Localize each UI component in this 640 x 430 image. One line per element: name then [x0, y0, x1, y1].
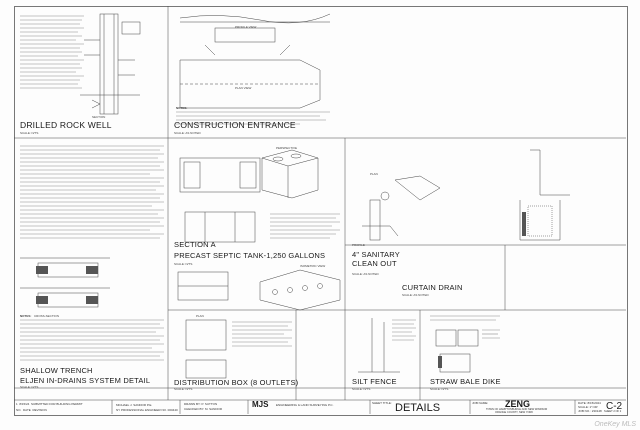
revision-row-1: 1 8/15/24 SUBMITTED FOR BUILDING PERMIT: [16, 402, 83, 406]
scale-silt-fence: SCALE: N/TS: [352, 387, 371, 391]
title-drilled-rock-well: DRILLED ROCK WELL: [20, 120, 112, 130]
job-name: ZENG: [505, 399, 531, 409]
scale-entrance: SCALE: AS NOTED: [174, 131, 201, 135]
date-field: DATE: 8/15/2024: [578, 401, 601, 405]
scale-field: SCALE: 1"=30': [578, 405, 598, 409]
drawn-by: DRAWN BY: P. SUTTON: [184, 402, 218, 406]
label-plan: PLAN: [370, 172, 378, 176]
job-name-label: JOB NAME:: [472, 401, 489, 405]
job-no-field: JOB NO.: 230148: [578, 409, 602, 413]
title-precast-septic: PRECAST SEPTIC TANK-1,250 GALLONS: [174, 251, 326, 260]
label-section: SECTION: [92, 115, 106, 119]
scale-rock-well: SCALE: N/TS: [20, 131, 39, 135]
label-cross-section: CROSS-SECTION: [34, 314, 60, 318]
title-construction-entrance: CONSTRUCTION ENTRANCE: [174, 120, 296, 130]
revision-date-header: DATE: [23, 408, 31, 412]
scale-label: SCALE:: [578, 405, 589, 409]
scale-dbox: SCALE: N/TS: [174, 387, 193, 391]
scale-straw-bale: SCALE: N/TS: [430, 387, 449, 391]
firm-logo: MJS: [252, 400, 269, 409]
watermark: OneKey MLS: [594, 421, 636, 428]
sheet-of: SHEET 2 OF 2: [604, 410, 622, 413]
revision-no: 1: [16, 402, 18, 406]
sheet-title: DETAILS: [395, 402, 441, 414]
title-sanitary-clean-out: 4" SANITARY CLEAN OUT: [352, 250, 400, 268]
title-distribution-box: DISTRIBUTION BOX (8 OUTLETS): [174, 378, 299, 387]
scale-value: 1"=30': [589, 405, 598, 409]
label-profile-view: PROFILE VIEW: [235, 25, 257, 29]
title-eljen: ELJEN IN-DRAINS SYSTEM DETAIL: [20, 376, 151, 385]
label-isometric-view: ISOMETRIC VIEW: [300, 264, 326, 268]
scale-trench: SCALE: N/TS: [20, 385, 39, 389]
label-plan-view: PLAN VIEW: [235, 86, 252, 90]
title-silt-fence: SILT FENCE: [352, 377, 397, 386]
sheet-number: C-2: [606, 401, 623, 412]
label-perspective: PERSPECTIVE: [276, 146, 298, 150]
revision-no-header: NO.: [16, 408, 22, 412]
date-value: 8/15/2024: [587, 401, 601, 405]
notes-label-trench: NOTES:: [20, 314, 32, 318]
title-septic-section: SECTION A: [174, 240, 216, 249]
revision-text: SUBMITTED FOR BUILDING PERMIT: [31, 402, 83, 406]
title-shallow-trench: SHALLOW TRENCH: [20, 366, 93, 375]
job-no-value: 230148: [591, 409, 602, 413]
scale-clean-out: SCALE: AS NOTED: [352, 272, 379, 276]
title-straw-bale-dike: STRAW BALE DIKE: [430, 377, 501, 386]
date-label: DATE:: [578, 401, 587, 405]
scale-curtain-drain: SCALE: AS NOTED: [402, 293, 429, 297]
checked-by: CHECKED BY: M. SANDOR: [184, 407, 223, 411]
revision-text-header: REVISION: [32, 408, 47, 412]
sheet-border: [14, 6, 628, 416]
revision-date: 8/15/24: [19, 402, 30, 406]
job-location: TOWN OF HAMPTONBURGH AND NEW WINDSOR: [486, 408, 548, 411]
sheet-title-label: SHEET TITLE:: [372, 401, 392, 405]
engineer-name: MICHAEL J. SANDOR P.E.: [116, 403, 153, 407]
revision-header-row: NO. DATE REVISION: [16, 408, 47, 412]
label-profile: PROFILE: [352, 243, 365, 247]
job-no-label: JOB NO.:: [578, 409, 591, 413]
job-county: ORANGE COUNTY, NEW YORK: [495, 411, 534, 414]
notes-label-entrance: NOTES:: [176, 106, 188, 110]
engineer-license: NY PROFESSIONAL ENGINEER NO. 000440: [116, 408, 178, 412]
label-plan-dbox: PLAN: [196, 314, 204, 318]
title-curtain-drain: CURTAIN DRAIN: [402, 283, 463, 292]
firm-name: ENGINEERING & LAND SURVEYING P.C.: [276, 403, 334, 407]
scale-septic: SCALE: N/TS: [174, 262, 193, 266]
